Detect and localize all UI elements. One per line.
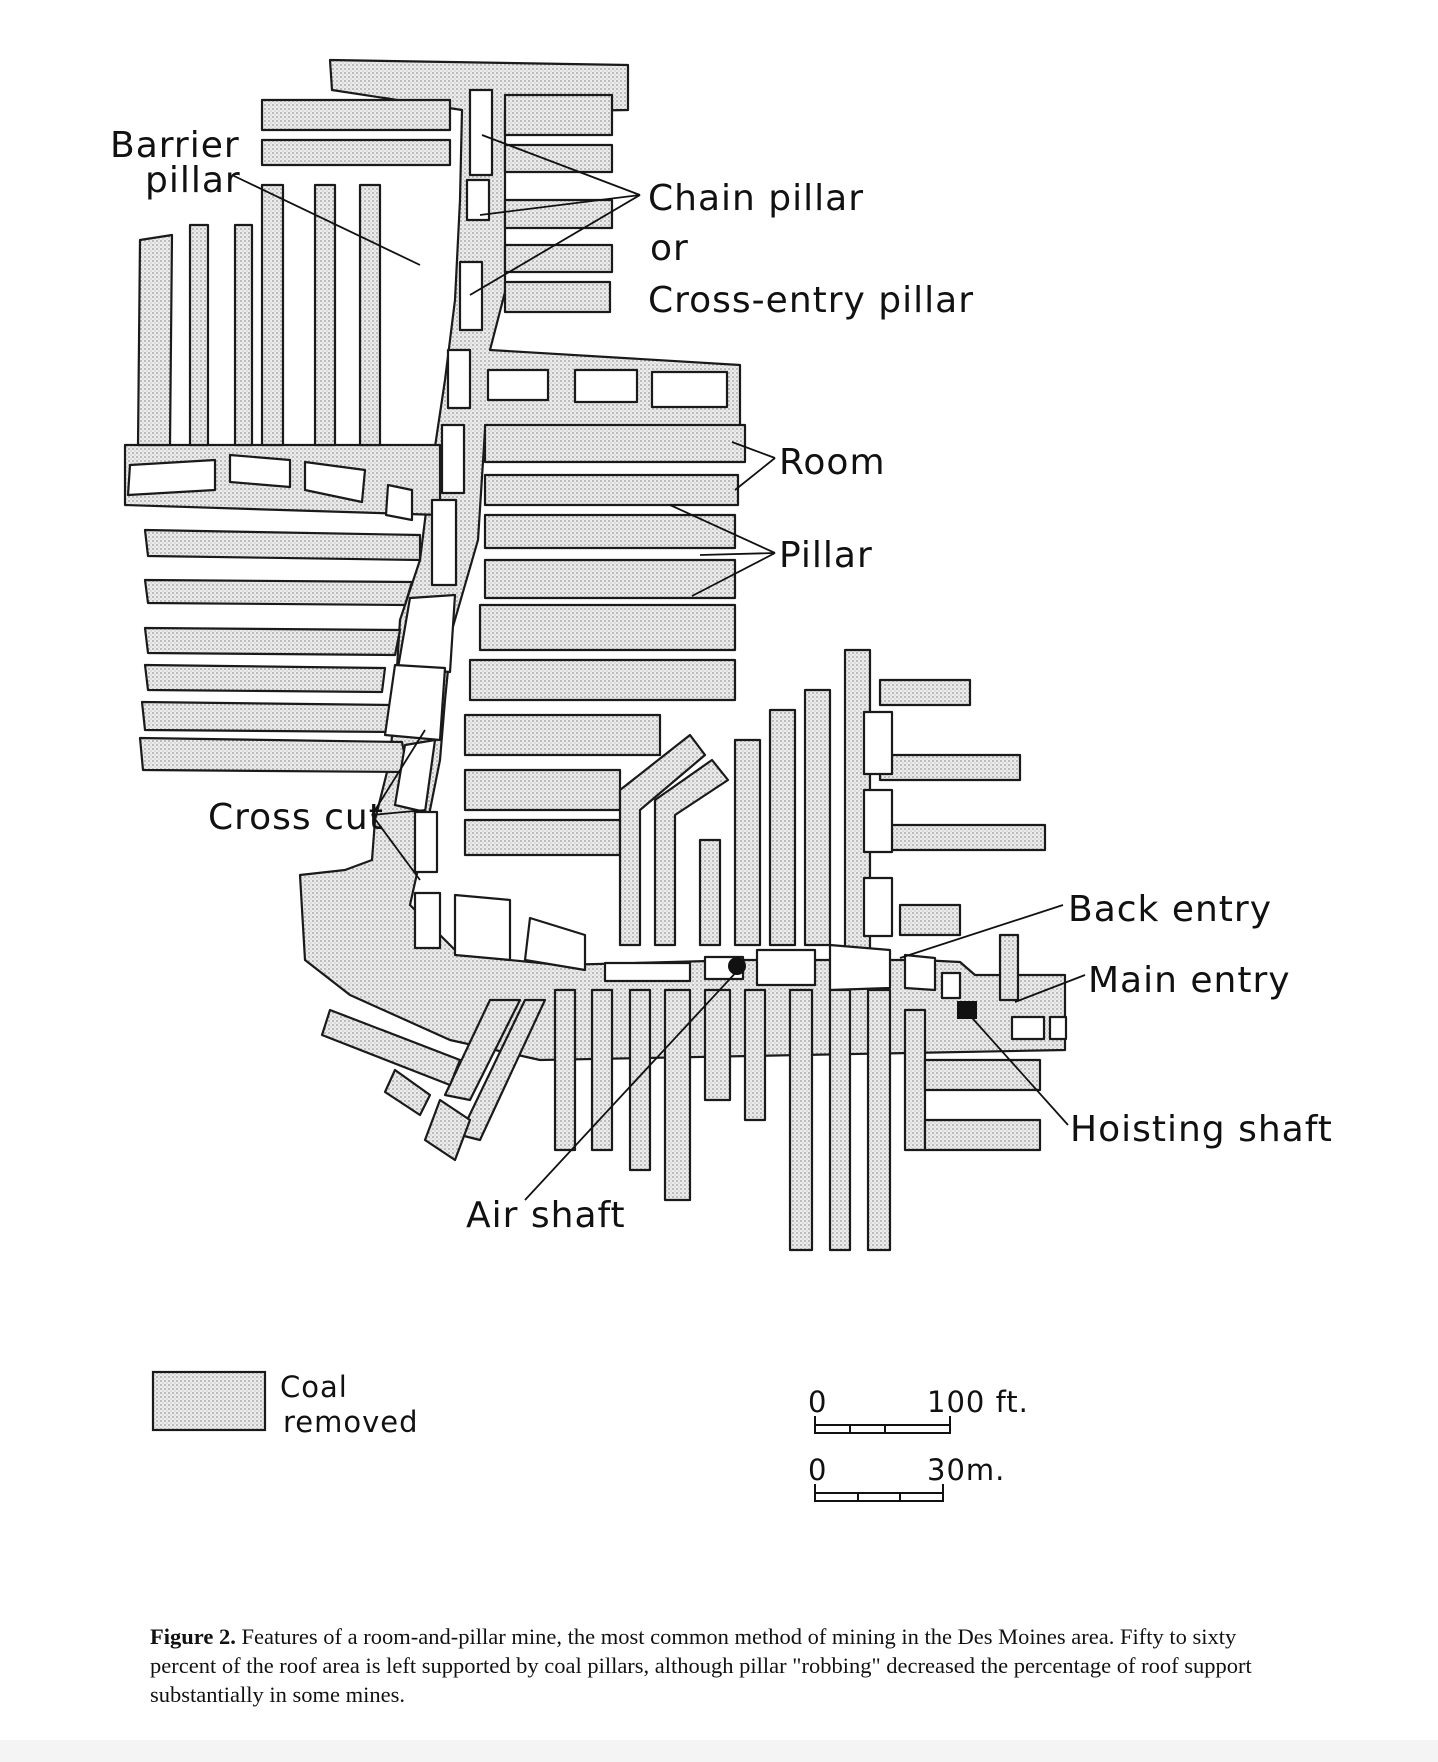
scale-meters-zero: 0 <box>808 1453 827 1487</box>
caption-text: Features of a room-and-pillar mine, the … <box>150 1624 1252 1707</box>
label-barrier-pillar-2: pillar <box>145 160 241 201</box>
label-cross-cut: Cross cut <box>208 797 384 838</box>
page-footer-band <box>0 1740 1438 1762</box>
label-chain-pillar-2: or <box>650 228 689 269</box>
legend-swatch <box>151 1370 267 1432</box>
label-pillar: Pillar <box>779 535 873 576</box>
label-room: Room <box>779 442 886 483</box>
label-back-entry: Back entry <box>1068 889 1272 930</box>
scale-bar-feet <box>814 1416 951 1434</box>
caption-label: Figure 2. <box>150 1624 236 1649</box>
label-chain-pillar-1: Chain pillar <box>648 178 864 219</box>
scale-feet-value: 100 ft. <box>927 1385 1029 1419</box>
legend-line-2: removed <box>283 1405 419 1439</box>
hoisting-shaft-marker <box>957 1001 977 1019</box>
label-barrier-pillar-1: Barrier <box>110 125 240 166</box>
legend-line-1: Coal <box>280 1370 348 1404</box>
scale-bar-meters <box>814 1484 944 1502</box>
figure-caption: Figure 2. Features of a room-and-pillar … <box>150 1622 1295 1709</box>
coal-removed-areas <box>123 58 1067 1252</box>
scale-feet-zero: 0 <box>808 1385 827 1419</box>
legend: Coal removed <box>151 1370 419 1439</box>
label-air-shaft: Air shaft <box>466 1195 626 1236</box>
air-shaft-marker <box>728 957 746 975</box>
scale-meters-value: 30m. <box>927 1453 1005 1487</box>
leader-lines <box>231 134 1086 1201</box>
label-chain-pillar-3: Cross-entry pillar <box>648 280 974 321</box>
label-hoisting-shaft: Hoisting shaft <box>1070 1109 1333 1150</box>
label-main-entry: Main entry <box>1088 960 1291 1001</box>
pillars <box>126 88 1068 1041</box>
scale-bars: 0 100 ft. 0 30m. <box>808 1385 1029 1502</box>
